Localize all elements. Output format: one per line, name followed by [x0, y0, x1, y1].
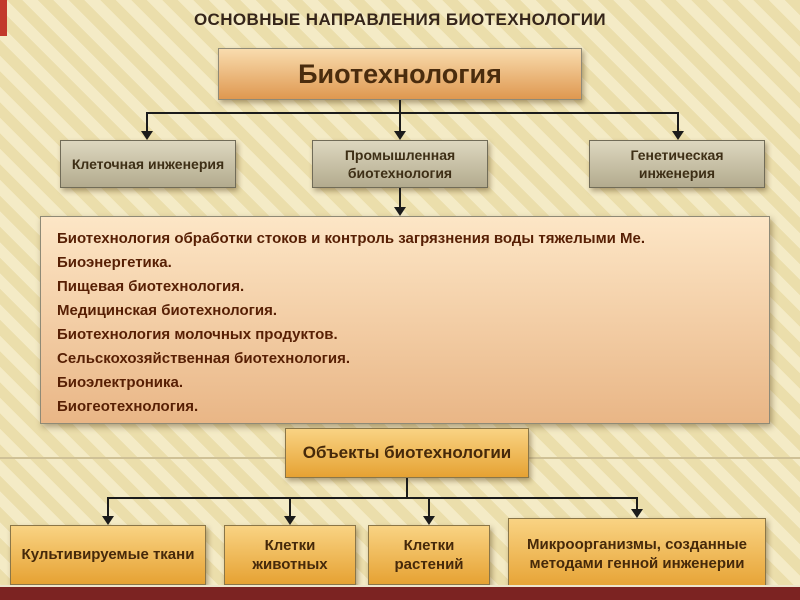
node-plant-cells-label: Клетки растений	[394, 536, 464, 573]
connector-root-stem	[399, 100, 401, 112]
connector-drop-tissues	[107, 497, 109, 516]
arrowhead-right	[672, 131, 684, 140]
industrial-directions-list: Биотехнология обработки стоков и контрол…	[40, 216, 770, 424]
corner-accent	[0, 0, 7, 36]
node-microorganisms-label: Микроорганизмы, созданные методами генно…	[527, 535, 747, 572]
list-item: Медицинская биотехнология.	[57, 302, 278, 319]
node-microorganisms: Микроорганизмы, созданные методами генно…	[508, 518, 766, 590]
node-genetic-engineering: Генетическая инженерия	[589, 140, 765, 188]
node-cultivated-tissues: Культивируемые ткани	[10, 525, 206, 585]
node-genetic-engineering-label: Генетическая инженерия	[630, 146, 724, 181]
connector-root-crossbar	[146, 112, 678, 114]
list-item: Сельскохозяйственная биотехнология.	[57, 350, 351, 367]
node-cell-engineering-label: Клеточная инженерия	[71, 155, 225, 172]
list-item: Биогеотехнология.	[57, 398, 199, 415]
connector-objects-stem	[406, 478, 408, 497]
node-cultivated-tissues-label: Культивируемые ткани	[21, 546, 195, 564]
list-item: Биоэнергетика.	[57, 254, 172, 271]
arrowhead-micro	[631, 509, 643, 518]
node-industrial-biotechnology: Промышленная биотехнология	[312, 140, 488, 188]
node-biotechnology: Биотехнология	[218, 48, 582, 100]
connector-drop-animal	[289, 497, 291, 516]
node-animal-cells-label: Клетки животных	[252, 536, 328, 573]
node-plant-cells: Клетки растений	[368, 525, 490, 585]
list-item: Биотехнология обработки стоков и контрол…	[57, 230, 646, 247]
list-item: Биоэлектроника.	[57, 374, 184, 391]
node-biotech-objects-label: Объекты биотехнологии	[302, 443, 512, 463]
list-item: Биотехнология молочных продуктов.	[57, 326, 338, 343]
arrowhead-animal	[284, 516, 296, 525]
arrowhead-industrial	[394, 207, 406, 216]
bottom-bar	[0, 585, 800, 600]
node-cell-engineering: Клеточная инженерия	[60, 140, 236, 188]
arrowhead-left	[141, 131, 153, 140]
connector-drop-plant	[428, 497, 430, 516]
node-biotechnology-label: Биотехнология	[298, 58, 502, 89]
slide-title: ОСНОВНЫЕ НАПРАВЛЕНИЯ БИОТЕХНОЛОГИИ	[193, 10, 607, 29]
connector-drop-left	[146, 112, 148, 131]
node-animal-cells: Клетки животных	[224, 525, 356, 585]
arrowhead-plant	[423, 516, 435, 525]
connector-drop-right	[677, 112, 679, 131]
connector-drop-center	[399, 112, 401, 131]
connector-industrial-stem	[399, 188, 401, 207]
connector-drop-micro	[636, 497, 638, 509]
list-item: Пищевая биотехнология.	[57, 278, 245, 295]
node-biotech-objects: Объекты биотехнологии	[285, 428, 529, 478]
arrowhead-tissues	[102, 516, 114, 525]
connector-objects-crossbar	[107, 497, 638, 499]
node-industrial-biotechnology-label: Промышленная биотехнология	[344, 146, 456, 181]
arrowhead-center	[394, 131, 406, 140]
